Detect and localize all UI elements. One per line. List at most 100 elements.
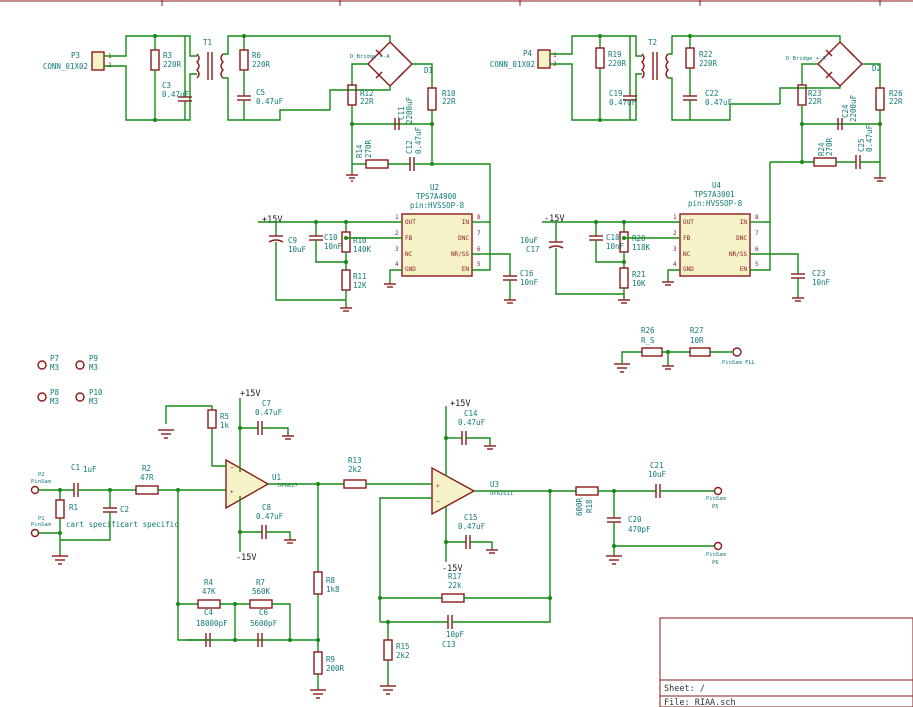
resistor-r27[interactable] xyxy=(689,347,711,357)
r13-value: 2k2 xyxy=(348,465,362,474)
c16-ref: C16 xyxy=(520,269,534,278)
resistor-r9[interactable] xyxy=(313,651,323,675)
r26-link-ref: R26 xyxy=(641,326,655,335)
resistor-r18[interactable] xyxy=(575,486,599,496)
jack-output-p6[interactable] xyxy=(713,541,723,551)
c20-value: 470pF xyxy=(628,525,651,534)
p9-ref: P9 xyxy=(89,354,98,363)
resistor-r8[interactable] xyxy=(313,571,323,595)
opamp-u1[interactable] xyxy=(225,458,270,510)
u4-pin-nc: NC xyxy=(683,251,691,258)
c12-ref: C12 xyxy=(405,140,414,154)
p4-pin-1: 1 xyxy=(553,52,557,59)
title-sheet: Sheet: / xyxy=(664,684,705,694)
resistor-r15[interactable] xyxy=(383,639,393,661)
u2-pin-fb: FB xyxy=(405,235,413,242)
resistor-r10-feedback[interactable] xyxy=(341,231,351,253)
jack-input-p2[interactable] xyxy=(30,485,40,495)
p9-value: M3 xyxy=(89,363,98,372)
mounting-hole-p10[interactable] xyxy=(75,392,85,402)
resistor-r26[interactable] xyxy=(875,87,885,111)
u2-num-6: 6 xyxy=(477,246,481,253)
r8-ref: R8 xyxy=(326,576,336,585)
r1-value: cart specific xyxy=(66,520,125,529)
c1-value: 1uF xyxy=(83,465,97,474)
mounting-hole-p9[interactable] xyxy=(75,360,85,370)
resistor-r26-rs[interactable] xyxy=(641,347,663,357)
resistor-r3[interactable] xyxy=(150,49,160,71)
resistor-r17[interactable] xyxy=(441,593,465,603)
p6-label: PinSam xyxy=(706,552,727,558)
connector-p3[interactable] xyxy=(91,51,105,71)
resistor-r10[interactable] xyxy=(427,87,437,111)
transformer-t1[interactable] xyxy=(196,52,224,80)
u2-pin-nrss: NR/SS xyxy=(451,251,469,258)
c6-value: 5600pF xyxy=(250,619,278,628)
mounting-hole-p7[interactable] xyxy=(37,360,47,370)
resistor-r2[interactable] xyxy=(135,485,159,495)
resistor-r6[interactable] xyxy=(239,49,249,71)
c9-ref: C9 xyxy=(288,236,297,245)
u2-pin-gnd: GND xyxy=(405,266,416,273)
u1-ref: U1 xyxy=(272,473,281,482)
c5-value: 0.47uF xyxy=(256,97,284,106)
d2-ref: D2 xyxy=(872,64,881,73)
c14-ref: C14 xyxy=(464,409,478,418)
u4-num-1: 1 xyxy=(673,214,677,221)
transformer-t2[interactable] xyxy=(641,52,669,80)
r11-ref: R11 xyxy=(353,272,367,281)
u2-pin-out: OUT xyxy=(405,219,416,226)
resistor-r22[interactable] xyxy=(685,47,695,69)
c1-ref: C1 xyxy=(71,463,80,472)
connector-p4[interactable] xyxy=(537,49,551,69)
power-supply-1: 1 2 P3 CONN_01X02 R3 220R C3 0.47uF T1 R… xyxy=(43,34,539,312)
r20-value: 118K xyxy=(632,243,651,252)
r2-ref: R2 xyxy=(142,464,151,473)
u3-ref: U3 xyxy=(490,480,499,489)
mounting-holes: P7 M3 P9 M3 P8 M3 P10 M3 xyxy=(37,354,103,406)
c10-value: 10nF xyxy=(324,242,343,251)
resistor-r5[interactable] xyxy=(207,409,217,429)
r15-ref: R15 xyxy=(396,642,410,651)
resistor-r14[interactable] xyxy=(365,159,389,169)
bridge-rectifier-d2[interactable] xyxy=(817,41,863,87)
u4-num-5: 5 xyxy=(755,261,759,268)
r6-value: 220R xyxy=(252,60,271,69)
u2-num-7: 7 xyxy=(477,230,481,237)
bridge-rectifier-d1[interactable] xyxy=(367,41,413,87)
resistor-r21[interactable] xyxy=(619,267,629,289)
u3-plus-sign: + xyxy=(436,483,440,490)
u2-pin-dnc: DNC xyxy=(458,235,469,242)
jack-ground-link[interactable] xyxy=(732,347,742,357)
c25-value: 0.47uF xyxy=(865,124,874,152)
r2-value: 47R xyxy=(140,473,154,482)
resistor-r4[interactable] xyxy=(197,599,221,609)
t1-ref: T1 xyxy=(203,38,212,47)
mounting-hole-p8[interactable] xyxy=(37,392,47,402)
c23-ref: C23 xyxy=(812,269,826,278)
regulator-u2[interactable] xyxy=(401,213,473,277)
resistor-r7[interactable] xyxy=(249,599,273,609)
resistor-r13[interactable] xyxy=(343,479,367,489)
c24-value: 2200uF xyxy=(849,94,858,122)
c19-ref: C19 xyxy=(609,89,623,98)
resistor-r11[interactable] xyxy=(341,269,351,291)
c17-value: 10uF xyxy=(520,236,539,245)
c15-ref: C15 xyxy=(464,513,478,522)
resistor-r24[interactable] xyxy=(813,157,837,167)
resistor-r12[interactable] xyxy=(347,84,357,106)
c5-ref: C5 xyxy=(256,88,265,97)
opamp-u3[interactable] xyxy=(431,466,476,516)
p1-ref: P1 xyxy=(38,516,45,522)
c21-ref: C21 xyxy=(650,461,664,470)
resistor-r19[interactable] xyxy=(595,47,605,69)
t2-ref: T2 xyxy=(648,38,657,47)
resistor-r1[interactable] xyxy=(55,499,65,519)
d2-label: D_Bridge_+-A xyxy=(786,56,826,62)
u2-num-2: 2 xyxy=(395,230,399,237)
regulator-u4[interactable] xyxy=(679,213,751,277)
p5-label: PinSam xyxy=(706,496,727,502)
jack-output-p5[interactable] xyxy=(713,486,723,496)
jack-input-p1[interactable] xyxy=(30,528,40,538)
